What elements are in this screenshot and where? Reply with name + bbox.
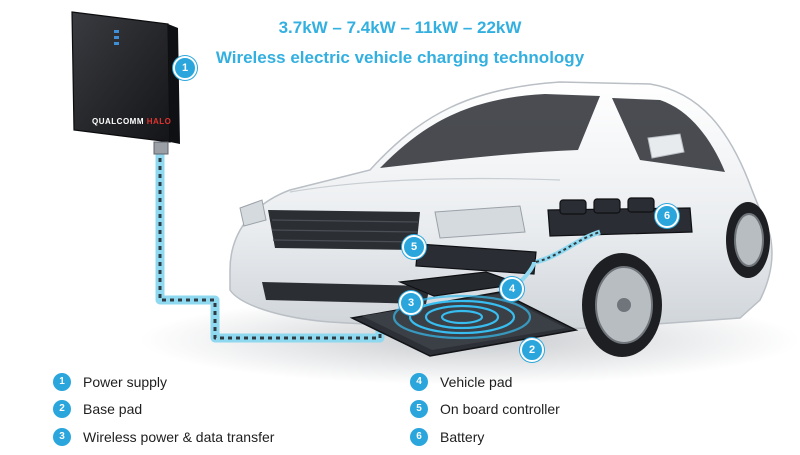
power-cable-stripes <box>158 150 382 340</box>
legend-number: 3 <box>53 428 71 446</box>
cable-gland <box>153 141 169 155</box>
legend-label: Wireless power & data transfer <box>83 429 275 445</box>
callout-1: 1 <box>173 56 197 80</box>
legend-number: 4 <box>410 373 428 391</box>
car-hood-line <box>289 177 561 193</box>
car-headlight-right <box>434 205 526 239</box>
device-brand-label: QUALCOMM HALO <box>92 117 171 126</box>
callout-6: 6 <box>655 204 679 228</box>
legend-number: 6 <box>410 428 428 446</box>
car-grille-bars <box>271 219 419 243</box>
legend-label: Power supply <box>83 374 168 390</box>
legend-left: 1 Power supply 2 Base pad 3 Wireless pow… <box>53 373 373 453</box>
page-title: Wireless electric vehicle charging techn… <box>215 48 585 67</box>
legend-number: 2 <box>53 400 71 418</box>
legend-right: 4 Vehicle pad 5 On board controller 6 Ba… <box>410 373 710 453</box>
pad-wiring <box>518 261 536 284</box>
callout-5: 5 <box>402 235 426 259</box>
product-name: HALO <box>146 117 172 126</box>
legend-label: Base pad <box>83 401 143 417</box>
legend-number: 5 <box>410 400 428 418</box>
brand-name: QUALCOMM <box>92 117 144 126</box>
car-headlight-left <box>239 199 267 227</box>
legend-label: On board controller <box>440 401 560 417</box>
wireless-field <box>392 294 532 340</box>
callout-2: 2 <box>520 338 544 362</box>
legend-label: Vehicle pad <box>440 374 513 390</box>
power-ratings: 3.7kW – 7.4kW – 11kW – 22kW <box>278 18 522 37</box>
car-windshield <box>380 94 600 168</box>
car-rear-rim <box>734 213 764 267</box>
car-mirror <box>647 133 685 159</box>
car-lower-intake <box>262 282 430 304</box>
legend-label: Battery <box>440 429 485 445</box>
legend-number: 1 <box>53 373 71 391</box>
callout-4: 4 <box>500 277 524 301</box>
callout-3: 3 <box>399 291 423 315</box>
status-lights <box>114 30 119 45</box>
